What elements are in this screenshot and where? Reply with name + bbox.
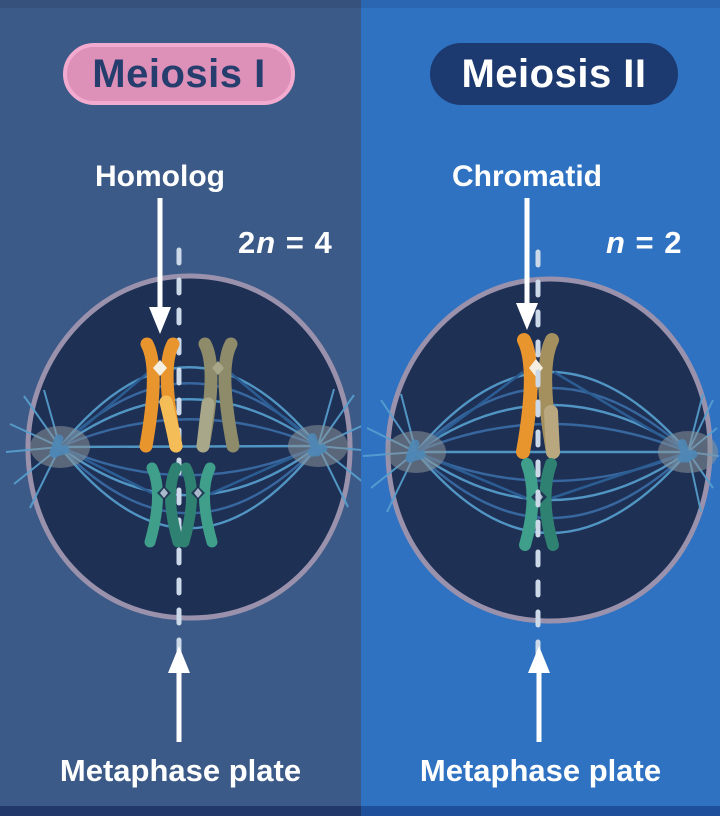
centrosome-right: [288, 425, 348, 467]
centrosome-left: [386, 431, 446, 473]
top-border-strip: [0, 0, 361, 8]
meiosis-2-title-badge: Meiosis II: [430, 43, 678, 105]
bottom-border-strip: [361, 806, 720, 816]
ploidy-symbol: n: [256, 225, 277, 260]
centromere: [212, 361, 224, 375]
metaphase-plate-label: Metaphase plate: [419, 753, 662, 788]
bottom-border-strip: [0, 806, 361, 816]
ploidy-prefix: 2: [238, 225, 257, 260]
meiosis-1-title-badge: Meiosis I: [63, 43, 295, 105]
chromosome-olive-homolog: [196, 337, 240, 453]
meiosis-2-title: Meiosis II: [461, 51, 647, 96]
metaphase-plate-label: Metaphase plate: [59, 753, 302, 788]
centromere: [153, 360, 167, 376]
metaphase-plate-arrow: [168, 646, 190, 742]
chromosome-teal-pair: [144, 462, 218, 548]
top-border-strip: [361, 0, 720, 8]
ploidy-symbol: n: [606, 225, 626, 260]
ploidy-suffix: = 4: [276, 225, 333, 260]
centriole: [677, 449, 698, 463]
centrosome-left: [30, 426, 90, 468]
ploidy-suffix: = 2: [625, 225, 683, 260]
ploidy-label-right: n = 2: [606, 225, 683, 261]
centrosome-right: [658, 431, 718, 473]
chromatid-pointer-arrow: [516, 198, 538, 330]
panel-meiosis-1: Meiosis I Homolog 2n = 4: [0, 0, 361, 816]
metaphase-plate-arrow: [528, 646, 550, 742]
chromosome-orange-homolog: [139, 337, 183, 453]
homolog-label: Homolog: [95, 160, 225, 193]
centriole: [49, 445, 70, 458]
chromatid-label: Chromatid: [452, 160, 602, 193]
ploidy-label-left: 2n = 4: [238, 225, 333, 261]
centriole: [405, 450, 426, 463]
meiosis-2-cell-scene: [362, 198, 720, 742]
homolog-pointer-arrow: [149, 198, 171, 334]
chromosome-orange-tan: [516, 333, 560, 459]
centriole: [307, 443, 328, 457]
panel-meiosis-2: Meiosis II Chromatid n = 2: [361, 0, 720, 816]
meiosis-1-title: Meiosis I: [92, 51, 266, 96]
meiosis-1-cell-scene: [5, 198, 361, 742]
